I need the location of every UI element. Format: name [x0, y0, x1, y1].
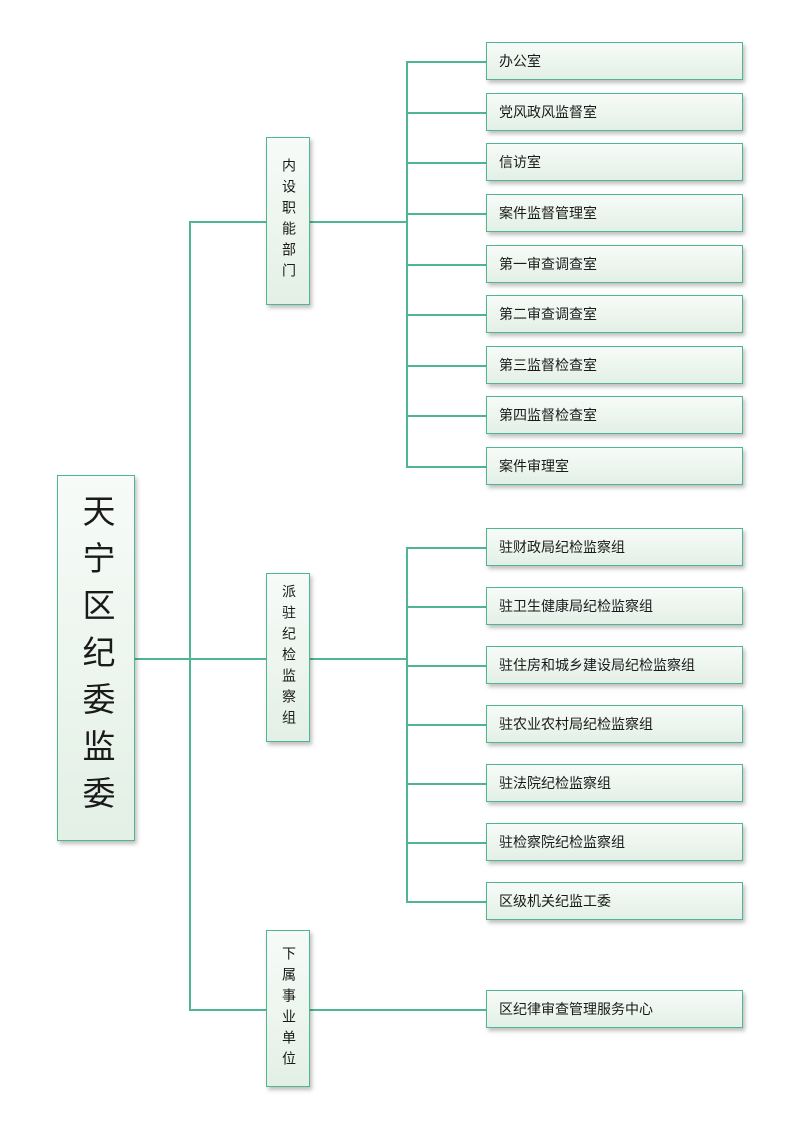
connector-leaf	[406, 112, 486, 114]
leaf-node: 驻农业农村局纪检监察组	[486, 705, 743, 743]
group-label: 下属事业单位	[280, 945, 296, 1072]
leaf-node: 党风政风监督室	[486, 93, 743, 131]
connector-leaf	[406, 415, 486, 417]
connector-leaf	[406, 365, 486, 367]
connector-group-1	[189, 221, 266, 223]
group-label: 派驻纪检监察组	[280, 584, 296, 731]
leaf-node: 第二审查调查室	[486, 295, 743, 333]
leaf-node: 驻卫生健康局纪检监察组	[486, 587, 743, 625]
group-node-affiliated-units: 下属事业单位	[266, 930, 310, 1087]
leaf-node: 第四监督检查室	[486, 396, 743, 434]
group-label: 内设职能部门	[280, 158, 296, 284]
connector-group-2-out	[310, 658, 406, 660]
connector-leaf	[406, 61, 486, 63]
connector-leaf	[406, 547, 486, 549]
leaf-node: 区纪律审查管理服务中心	[486, 990, 743, 1028]
connector-group-3	[189, 1009, 266, 1011]
connector-group-3-out	[310, 1009, 486, 1011]
root-node: 天宁区纪委监委	[57, 475, 135, 841]
leaf-node: 案件监督管理室	[486, 194, 743, 232]
connector-group-1-out	[310, 221, 406, 223]
leaf-node: 区级机关纪监工委	[486, 882, 743, 920]
group-node-stationed-groups: 派驻纪检监察组	[266, 573, 310, 742]
leaf-node: 办公室	[486, 42, 743, 80]
connector-root	[135, 658, 266, 660]
leaf-node: 第三监督检查室	[486, 346, 743, 384]
leaf-node: 驻住房和城乡建设局纪检监察组	[486, 646, 743, 684]
root-label: 天宁区纪委监委	[77, 493, 116, 823]
leaf-node: 案件审理室	[486, 447, 743, 485]
group-node-internal-departments: 内设职能部门	[266, 137, 310, 305]
connector-leaf	[406, 606, 486, 608]
connector-leaf	[406, 901, 486, 903]
leaf-node: 信访室	[486, 143, 743, 181]
connector-leaf	[406, 724, 486, 726]
connector-leaf	[406, 466, 486, 468]
connector-trunk	[189, 221, 191, 1010]
connector-branch-1	[406, 61, 408, 466]
leaf-node: 第一审查调查室	[486, 245, 743, 283]
leaf-node: 驻检察院纪检监察组	[486, 823, 743, 861]
leaf-node: 驻法院纪检监察组	[486, 764, 743, 802]
leaf-node: 驻财政局纪检监察组	[486, 528, 743, 566]
connector-leaf	[406, 213, 486, 215]
connector-leaf	[406, 314, 486, 316]
connector-leaf	[406, 162, 486, 164]
connector-leaf	[406, 842, 486, 844]
connector-leaf	[406, 665, 486, 667]
connector-leaf	[406, 264, 486, 266]
connector-leaf	[406, 783, 486, 785]
